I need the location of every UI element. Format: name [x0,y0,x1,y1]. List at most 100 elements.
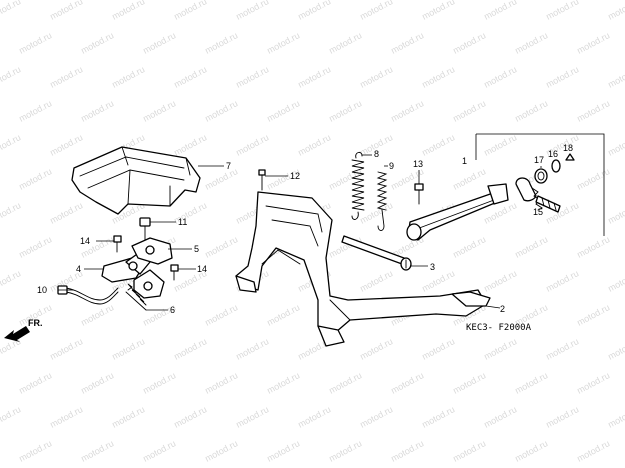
watermark-text: motod.ru [172,132,208,158]
callout-7[interactable]: 7 [226,161,231,171]
pivot-shaft-part[interactable] [341,235,412,271]
pin-12-part[interactable] [258,169,266,191]
pin-18-part[interactable] [565,153,575,161]
watermark-text: motod.ru [575,234,611,260]
callout-2[interactable]: 2 [500,304,505,314]
watermark-text: motod.ru [234,132,270,158]
watermark-text: motod.ru [110,404,146,430]
large-spring-outer-part[interactable] [351,151,365,220]
callout-18[interactable]: 18 [563,143,573,153]
watermark-text: motod.ru [17,98,53,124]
callout-6[interactable]: 6 [170,305,175,315]
watermark-text: motod.ru [575,370,611,396]
callout-3[interactable]: 3 [430,262,435,272]
callout-5[interactable]: 5 [194,244,199,254]
side-stand-part[interactable] [406,183,509,241]
watermark-text: motod.ru [482,336,518,362]
watermark-text: motod.ru [575,98,611,124]
callout-1[interactable]: 1 [462,156,467,166]
watermark-text: motod.ru [451,234,487,260]
watermark-text: motod.ru [544,0,580,22]
watermark-text: motod.ru [420,132,456,158]
watermark-text: motod.ru [606,404,625,430]
small-bolt-right-part[interactable] [170,264,179,281]
watermark-text: motod.ru [544,64,580,90]
stopper-plate-part[interactable] [131,237,173,265]
bolt-11-part[interactable] [139,217,151,241]
watermark-text: motod.ru [327,438,363,464]
small-bolt-left-part[interactable] [113,235,122,253]
diagram-code: KEC3- F2000A [466,323,532,333]
watermark-text: motod.ru [110,64,146,90]
watermark-text: motod.ru [265,302,301,328]
callout-15[interactable]: 15 [533,207,543,217]
front-direction-indicator: FR. [4,318,43,342]
large-spring-inner-part[interactable] [376,171,388,231]
callout-16[interactable]: 16 [548,149,558,159]
callout-17[interactable]: 17 [534,155,544,165]
watermark-text: motod.ru [451,370,487,396]
callout-labels: 1 2 3 4 5 6 7 8 9 10 11 12 13 14 14 15 1… [37,143,573,315]
watermark-text: motod.ru [48,132,84,158]
watermark-text: motod.ru [358,64,394,90]
watermark-text: motod.ru [296,404,332,430]
watermark-text: motod.ru [420,64,456,90]
callout-14-left[interactable]: 14 [80,236,90,246]
main-stand-part[interactable] [235,191,491,347]
watermark-text: motod.ru [606,132,625,158]
watermark-text: motod.ru [0,0,22,22]
watermark-text: motod.ru [358,336,394,362]
watermark-text: motod.ru [203,30,239,56]
stand-cable-part[interactable] [57,285,119,305]
watermark-text: motod.ru [327,98,363,124]
watermark-text: motod.ru [420,0,456,22]
watermark-text: motod.ru [48,64,84,90]
small-spring-part[interactable] [125,283,147,311]
side-stand-assembly [406,133,605,241]
watermark-text: motod.ru [513,30,549,56]
front-direction-label: FR. [28,318,43,328]
callout-4[interactable]: 4 [76,264,81,274]
floor-cover-part[interactable] [71,146,201,215]
watermark-text: motod.ru [79,98,115,124]
watermark-text: motod.ru [358,404,394,430]
watermark-text: motod.ru [606,268,625,294]
watermark-text: motod.ru [234,404,270,430]
collar-17-part[interactable] [534,168,548,184]
watermark-text: motod.ru [606,0,625,22]
watermark-text: motod.ru [79,302,115,328]
watermark-text: motod.ru [17,438,53,464]
bolt-13-part[interactable] [414,183,424,205]
bolt-15-part[interactable] [535,195,561,213]
callout-14-right[interactable]: 14 [197,264,207,274]
watermark-text: motod.ru [203,302,239,328]
watermark-text: motod.ru [17,370,53,396]
callout-10[interactable]: 10 [37,285,47,295]
watermark-text: motod.ru [17,30,53,56]
watermark-text: motod.ru [575,30,611,56]
callout-8[interactable]: 8 [374,149,379,159]
callout-13[interactable]: 13 [413,159,423,169]
watermark-text: motod.ru [513,438,549,464]
watermark-text: motod.ru [17,166,53,192]
callout-12[interactable]: 12 [290,171,300,181]
washer-16-part[interactable] [551,159,561,173]
arm-plate-part[interactable] [133,269,165,299]
callout-9[interactable]: 9 [389,161,394,171]
watermark-text: motod.ru [575,166,611,192]
watermark-text: motod.ru [575,302,611,328]
watermark-text: motod.ru [513,370,549,396]
watermark-text: motod.ru [79,438,115,464]
watermark-text: motod.ru [296,132,332,158]
watermark-text: motod.ru [0,268,22,294]
watermark-text: motod.ru [48,200,84,226]
watermark-text: motod.ru [0,336,22,362]
watermark-text: motod.ru [575,438,611,464]
callout-11[interactable]: 11 [178,217,187,227]
watermark-text: motod.ru [327,30,363,56]
watermark-text: motod.ru [203,438,239,464]
watermark-text: motod.ru [389,98,425,124]
watermark-text: motod.ru [296,0,332,22]
